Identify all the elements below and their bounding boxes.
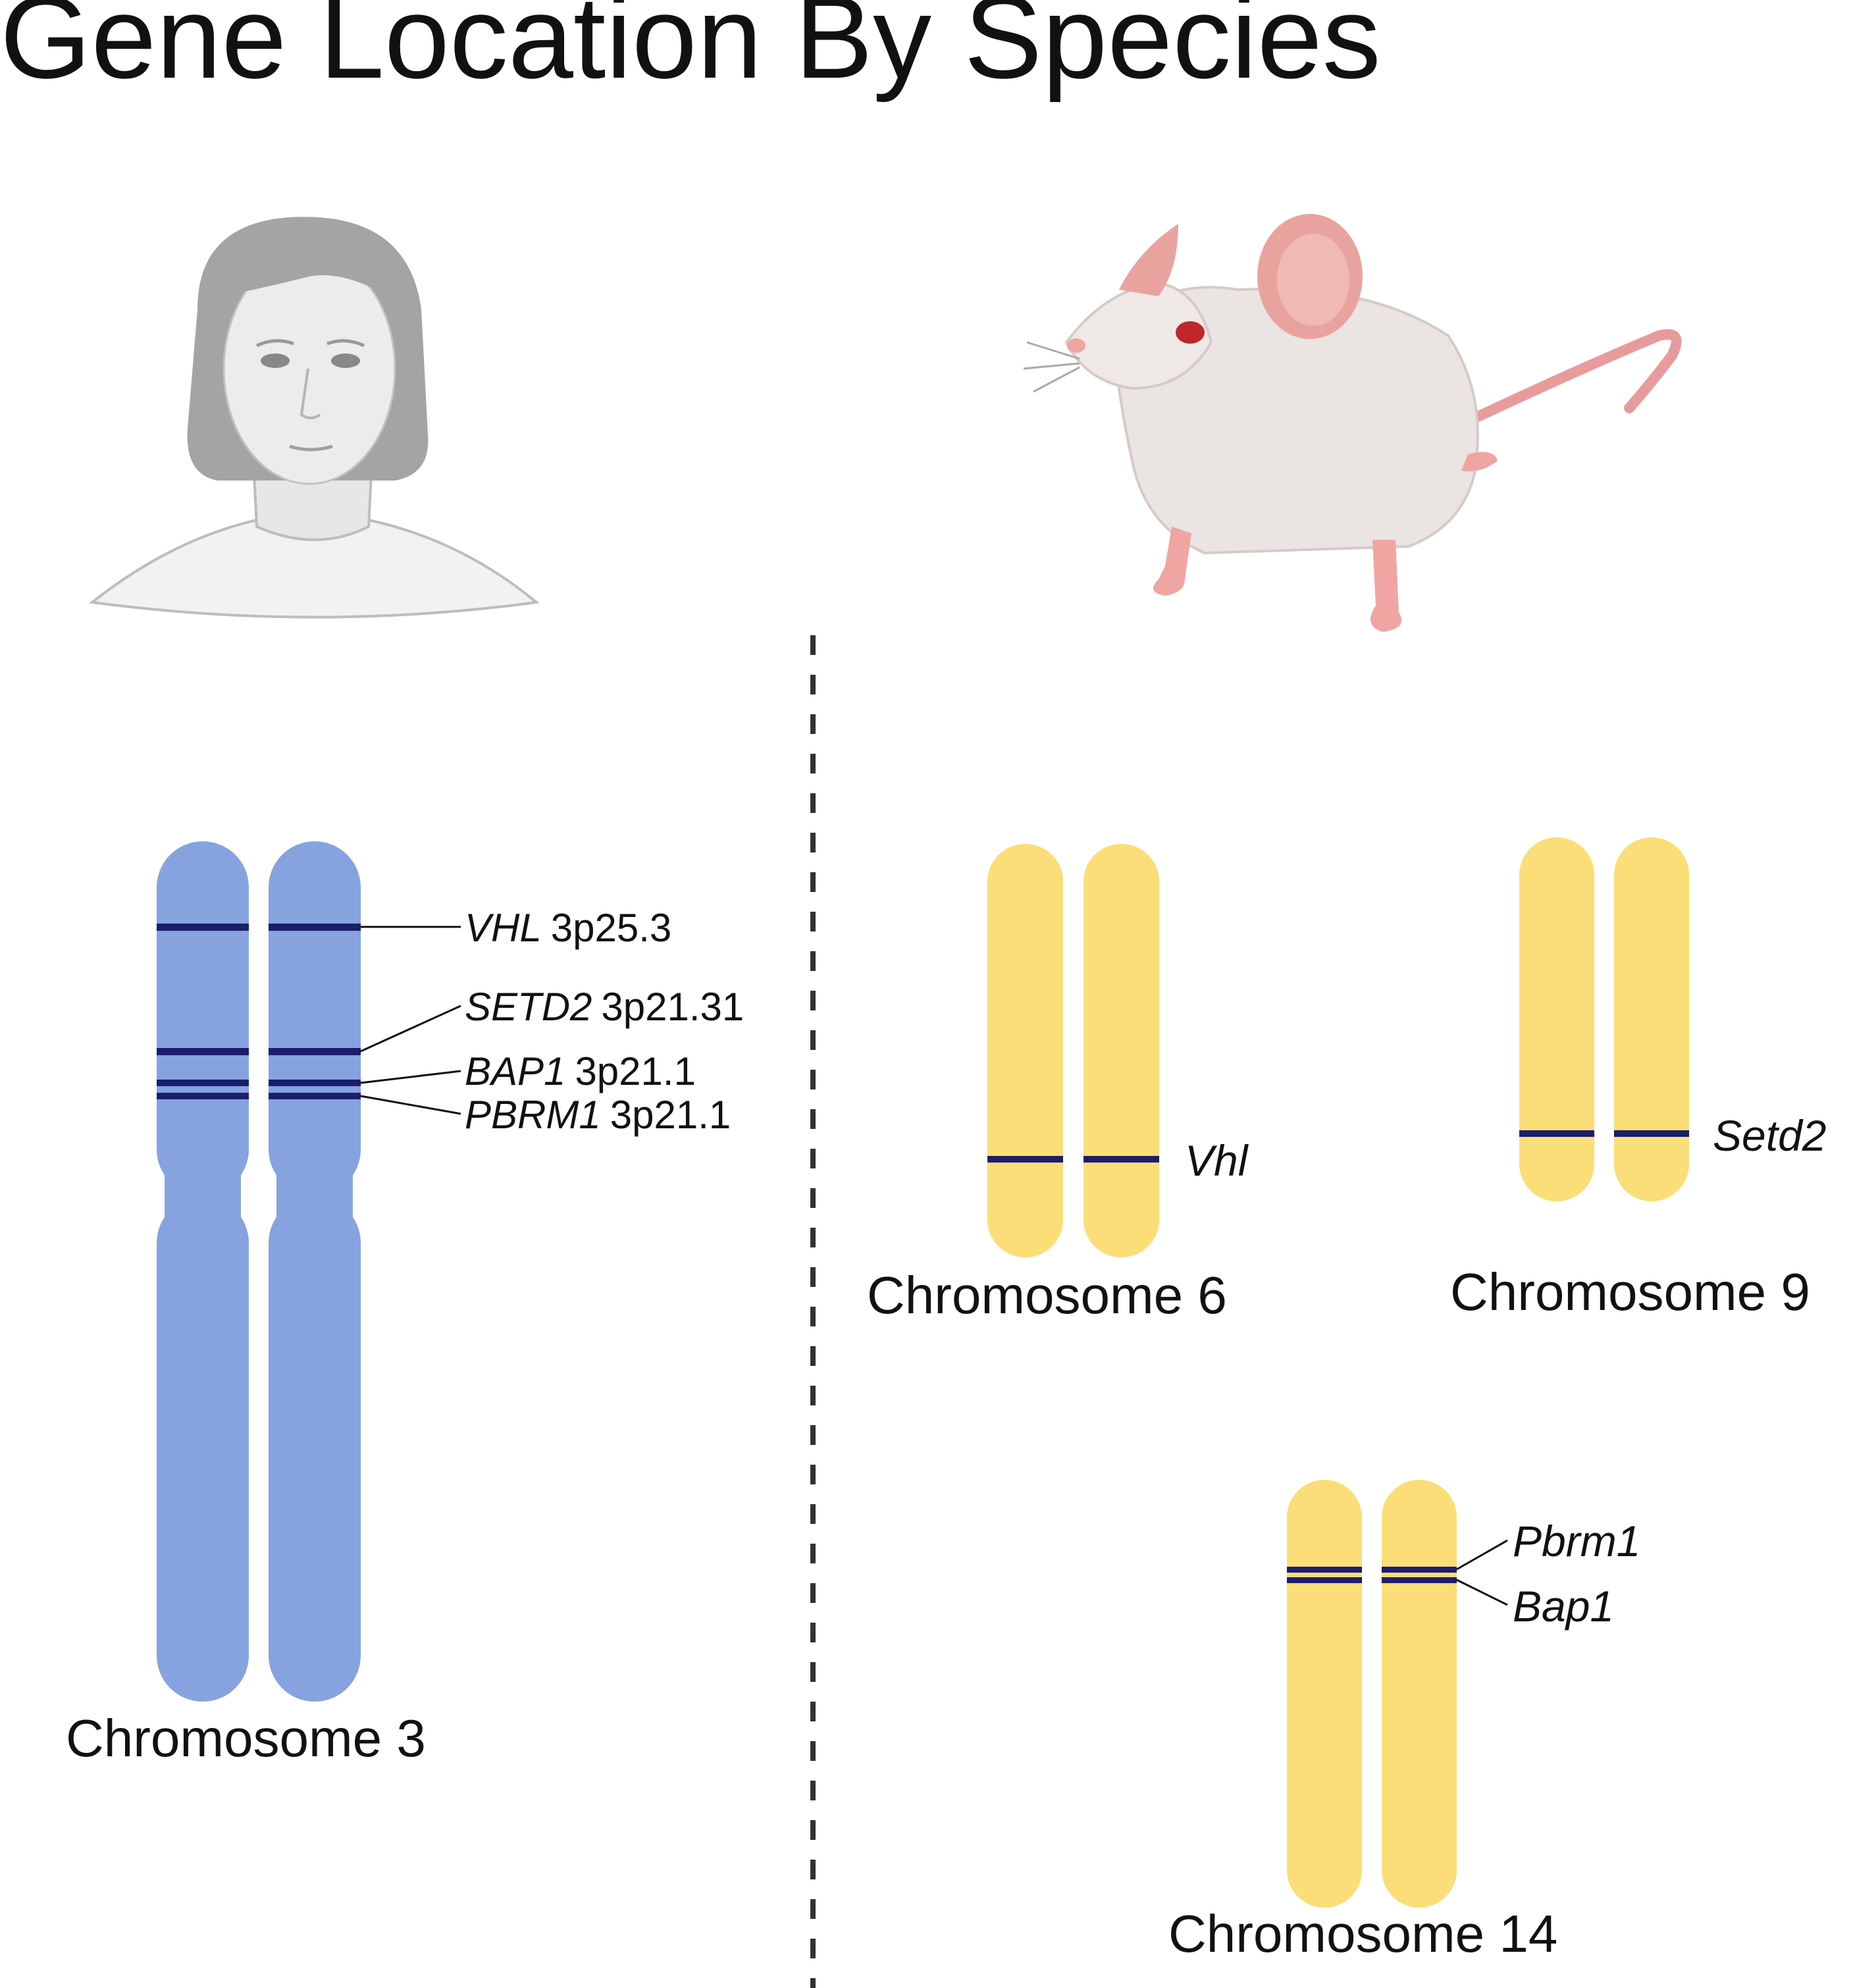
- gene-band-setd2: [157, 1048, 361, 1055]
- chromatid-right: [1382, 1480, 1457, 1908]
- chromatid-left: [1287, 1480, 1362, 1908]
- mouse-chromosome-14: Pbrm1 Bap1 Chromosome 14: [1168, 1480, 1640, 1963]
- gene-band-setd2-mouse: [1519, 1130, 1689, 1137]
- gene-label-pbrm1-mouse: Pbrm1: [1513, 1517, 1640, 1565]
- diagram-title: Gene Location By Species: [0, 0, 1381, 103]
- chromosome-label-3: Chromosome 3: [66, 1709, 426, 1767]
- chromatid-lower-left: [157, 1197, 249, 1702]
- leader-line-pbrm1: [360, 1095, 461, 1115]
- chromatid-right: [1614, 837, 1689, 1201]
- gene-label-bap1-mouse: Bap1: [1513, 1582, 1614, 1631]
- gene-band-vhl: [157, 924, 361, 931]
- leader-line-bap1-mouse: [1456, 1579, 1508, 1606]
- gene-label-setd2-mouse: Setd2: [1713, 1111, 1826, 1160]
- gene-band-vhl-mouse: [987, 1156, 1159, 1163]
- mouse-chromosome-6: Vhl Chromosome 6: [867, 844, 1249, 1324]
- chromosome-label-9: Chromosome 9: [1450, 1263, 1810, 1321]
- gene-band-bap1-mouse: [1287, 1577, 1457, 1583]
- gene-label-vhl-mouse: Vhl: [1185, 1136, 1249, 1185]
- gene-band-bap1: [157, 1080, 361, 1086]
- mouse-chromosome-9: Setd2 Chromosome 9: [1450, 837, 1826, 1321]
- chromosome-label-14: Chromosome 14: [1168, 1904, 1557, 1963]
- chromatid-upper-right: [269, 841, 361, 1195]
- chromatid-left: [1519, 837, 1594, 1201]
- gene-band-pbrm1: [157, 1093, 361, 1099]
- chromosome-label-6: Chromosome 6: [867, 1266, 1227, 1324]
- chromatid-right: [1083, 844, 1159, 1257]
- leader-line-pbrm1-mouse: [1456, 1539, 1508, 1571]
- leader-line-bap1: [360, 1070, 461, 1084]
- human-figure-icon: [89, 217, 540, 619]
- chromatid-left: [987, 844, 1063, 1257]
- chromatid-lower-right: [269, 1197, 361, 1702]
- mouse-icon: [1023, 214, 1682, 632]
- chromatid-upper-left: [157, 841, 249, 1195]
- leader-line-setd2: [360, 1005, 461, 1053]
- gene-band-pbrm1-mouse: [1287, 1567, 1457, 1573]
